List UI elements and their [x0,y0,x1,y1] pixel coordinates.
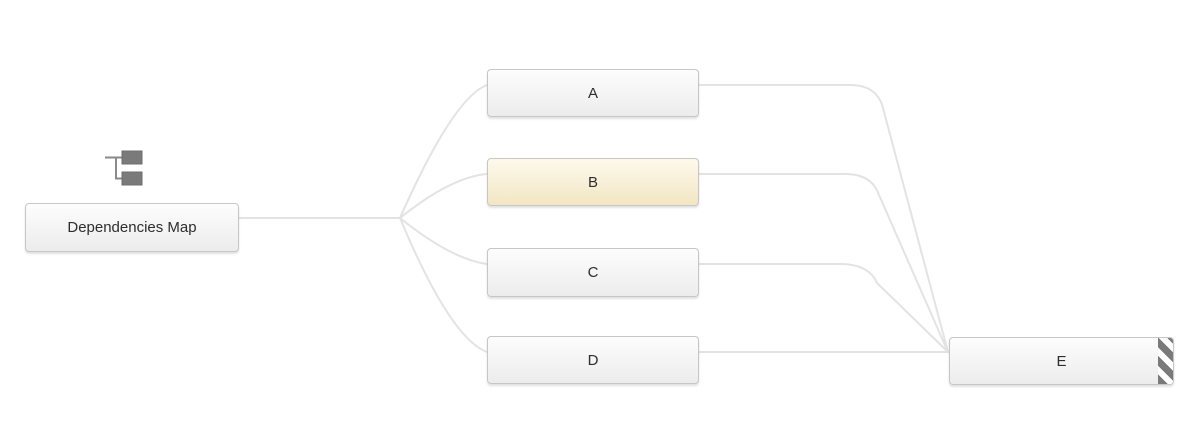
hierarchy-tree-icon [105,150,143,186]
edge-c-to-e [697,263,949,353]
node-e-label: E [1056,352,1067,370]
node-a[interactable]: A [487,69,699,117]
node-c-label: C [587,264,599,281]
edge-a-to-e [697,84,949,353]
edge-root-to-d [399,217,488,353]
hatched-edge-decoration [1158,338,1173,384]
edge-root-to-a [399,84,488,219]
edge-root-to-c [399,217,488,265]
node-e[interactable]: E [949,337,1174,385]
edge-b-to-e [697,173,949,353]
edge-root-to-b [399,173,488,219]
node-a-label: A [587,84,598,102]
node-b-label: B [587,173,598,191]
node-dependencies-map[interactable]: Dependencies Map [25,203,239,252]
node-d[interactable]: D [487,336,699,384]
node-dependencies-map-label: Dependencies Map [67,219,197,236]
node-c[interactable]: C [487,248,699,297]
node-d-label: D [587,351,599,369]
node-b[interactable]: B [487,158,699,206]
